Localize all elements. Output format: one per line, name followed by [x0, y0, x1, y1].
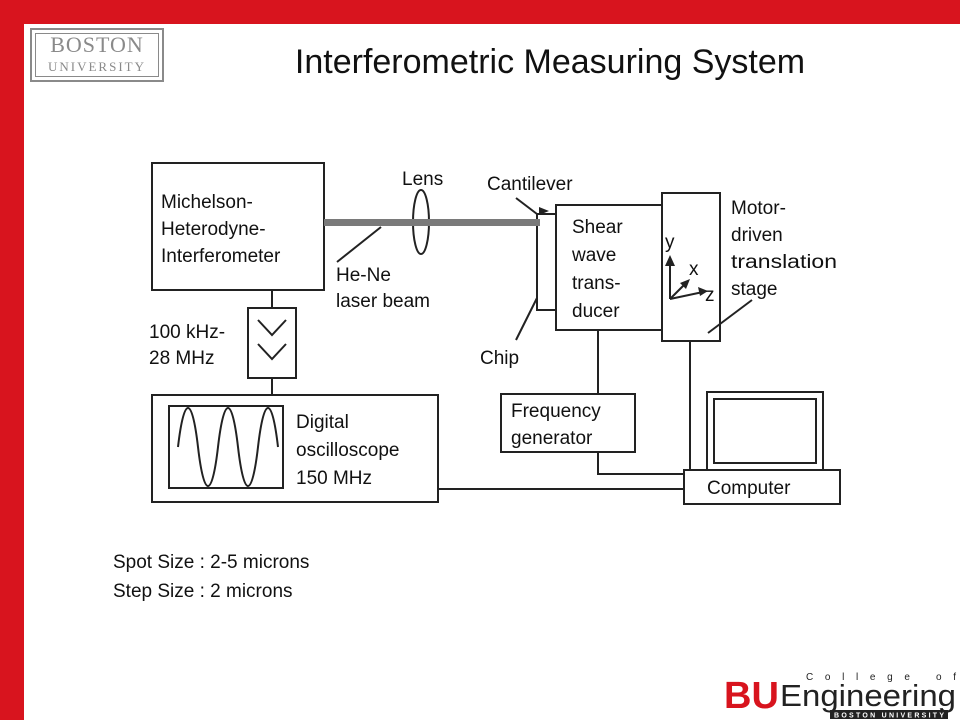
- filter-label-2: 28 MHz: [149, 348, 214, 369]
- top-red-bar: [0, 0, 960, 24]
- beam-label-2: laser beam: [336, 291, 430, 312]
- stage-label-4: stage: [731, 279, 777, 300]
- stage-label-2: driven: [731, 225, 783, 246]
- filter-label-1: 100 kHz-: [149, 322, 225, 343]
- stage-pointer: [707, 299, 753, 334]
- axis-x-label: x: [689, 259, 699, 280]
- logo-inner-border: [35, 33, 159, 77]
- boston-university-logo: BOSTON UNIVERSITY: [30, 28, 164, 82]
- transducer-label-4: ducer: [572, 301, 620, 322]
- generator-label-1: Frequency: [511, 401, 601, 422]
- beam-label-1: He-Ne: [336, 265, 391, 286]
- university-text: BOSTON UNIVERSITY: [834, 713, 944, 720]
- interferometer-label-1: Michelson-: [161, 192, 253, 213]
- spot-size-note: Spot Size : 2-5 microns: [113, 552, 310, 573]
- left-red-bar: [0, 0, 24, 720]
- axis-y-arrow: [665, 255, 675, 266]
- axis-y-label: y: [665, 232, 675, 253]
- bu-letters: BU: [724, 675, 779, 717]
- computer-box: [683, 469, 841, 505]
- axis-z-line: [669, 291, 704, 300]
- laser-beam: [324, 219, 540, 226]
- stage-label-1: Motor-: [731, 198, 786, 219]
- cantilever-pointer: [515, 197, 538, 215]
- axis-z-arrow: [698, 287, 708, 296]
- transducer-label-1: Shear: [572, 217, 623, 238]
- interferometer-box: [151, 162, 325, 291]
- generator-box: [500, 393, 636, 453]
- oscilloscope-label-1: Digital: [296, 412, 349, 433]
- notes: Spot Size : 2-5 microns Step Size : 2 mi…: [113, 548, 309, 606]
- oscilloscope-label-3: 150 MHz: [296, 468, 372, 489]
- oscilloscope-screen: [168, 405, 284, 489]
- bu-engineering-logo: BU Engineering College of BOSTON UNIVERS…: [724, 672, 956, 720]
- monitor-frame: [706, 391, 824, 471]
- stage-label-3: translation: [731, 252, 837, 273]
- transducer-label-3: trans-: [572, 273, 621, 294]
- transducer-label-2: wave: [571, 245, 616, 266]
- filter-symbol-top: [257, 319, 287, 337]
- monitor-screen: [713, 398, 817, 464]
- wire-generator-computer: [597, 452, 684, 475]
- cantilever-marker: [539, 207, 549, 215]
- logo-line-1: BOSTON: [50, 32, 144, 57]
- interferometer-label-2: Heterodyne-: [161, 219, 266, 240]
- oscilloscope-label-2: oscilloscope: [296, 440, 400, 461]
- chip-label: Chip: [480, 348, 519, 369]
- generator-label-2: generator: [511, 428, 593, 449]
- step-size-note: Step Size : 2 microns: [113, 581, 293, 602]
- chip-pointer: [515, 297, 538, 341]
- axis-x-arrow: [680, 279, 690, 289]
- filter-symbol-bottom: [257, 343, 287, 361]
- cantilever-label: Cantilever: [487, 174, 573, 195]
- beam-pointer: [336, 226, 382, 263]
- oscilloscope-box: [151, 394, 439, 503]
- computer-label: Computer: [707, 478, 791, 499]
- axis-z-label: z: [705, 285, 715, 306]
- logo-line-2: UNIVERSITY: [48, 59, 146, 74]
- engineering-word: Engineering: [780, 678, 956, 713]
- filter-box: [247, 307, 297, 379]
- lens-label: Lens: [402, 169, 443, 190]
- chip-block: [536, 213, 557, 311]
- university-bar: [830, 710, 948, 719]
- interferometer-label-3: Interferometer: [161, 246, 281, 267]
- oscilloscope-waveform: [177, 407, 279, 487]
- slide-title: Interferometric Measuring System: [294, 43, 806, 81]
